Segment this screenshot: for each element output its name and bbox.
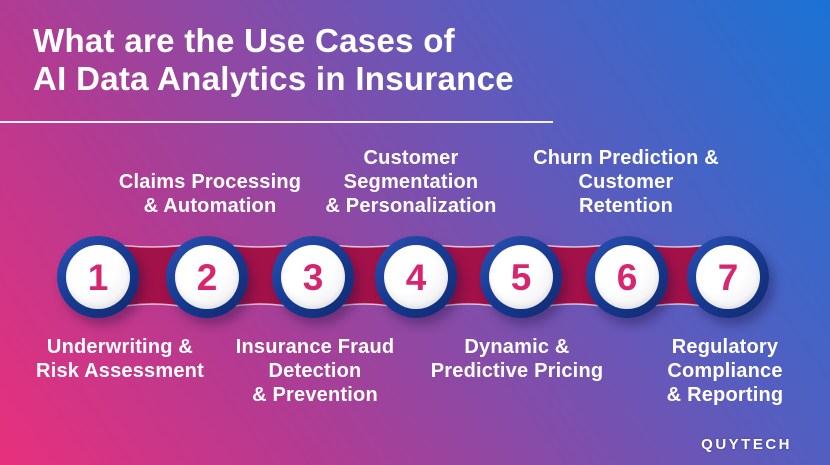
title-underline [0, 121, 553, 123]
step-circle-5: 5 [480, 236, 562, 318]
step-label-churn-prediction: Churn Prediction & Customer Retention [533, 147, 719, 217]
step-label-dynamic-pricing: Dynamic & Predictive Pricing [430, 336, 604, 382]
step-number-7: 7 [717, 256, 739, 298]
step-number-2: 2 [196, 256, 218, 298]
step-circle-face: 2 [175, 245, 239, 309]
quytech-logo: QUYTECH [701, 436, 792, 453]
step-circle-face: 3 [281, 245, 345, 309]
step-circle-7: 7 [687, 236, 769, 318]
step-circle-1: 1 [57, 236, 139, 318]
step-label-claims-processing: Claims Processing & Automation [118, 171, 302, 217]
step-circle-face: 6 [595, 245, 659, 309]
step-number-3: 3 [302, 256, 324, 298]
step-label-regulatory-compliance: Regulatory Compliance & Reporting [666, 336, 784, 406]
step-label-fraud-detection: Insurance Fraud Detection & Prevention [235, 336, 395, 406]
page-title-line2: AI Data Analytics in Insurance [33, 60, 514, 97]
step-label-underwriting: Underwriting & Risk Assessment [36, 336, 204, 382]
step-circle-face: 7 [696, 245, 760, 309]
step-number-6: 6 [616, 256, 638, 298]
step-circle-3: 3 [272, 236, 354, 318]
step-number-4: 4 [405, 256, 427, 298]
page-title-line1: What are the Use Cases of [33, 22, 455, 59]
step-circle-4: 4 [375, 236, 457, 318]
step-number-5: 5 [510, 256, 532, 298]
page-title: What are the Use Cases of AI Data Analyt… [33, 22, 514, 98]
step-circle-face: 4 [384, 245, 448, 309]
step-number-1: 1 [87, 256, 109, 298]
step-circle-face: 5 [489, 245, 553, 309]
step-circle-face: 1 [66, 245, 130, 309]
step-circle-6: 6 [586, 236, 668, 318]
step-circle-2: 2 [166, 236, 248, 318]
step-label-customer-segmentation: Customer Segmentation & Personalization [325, 147, 497, 217]
